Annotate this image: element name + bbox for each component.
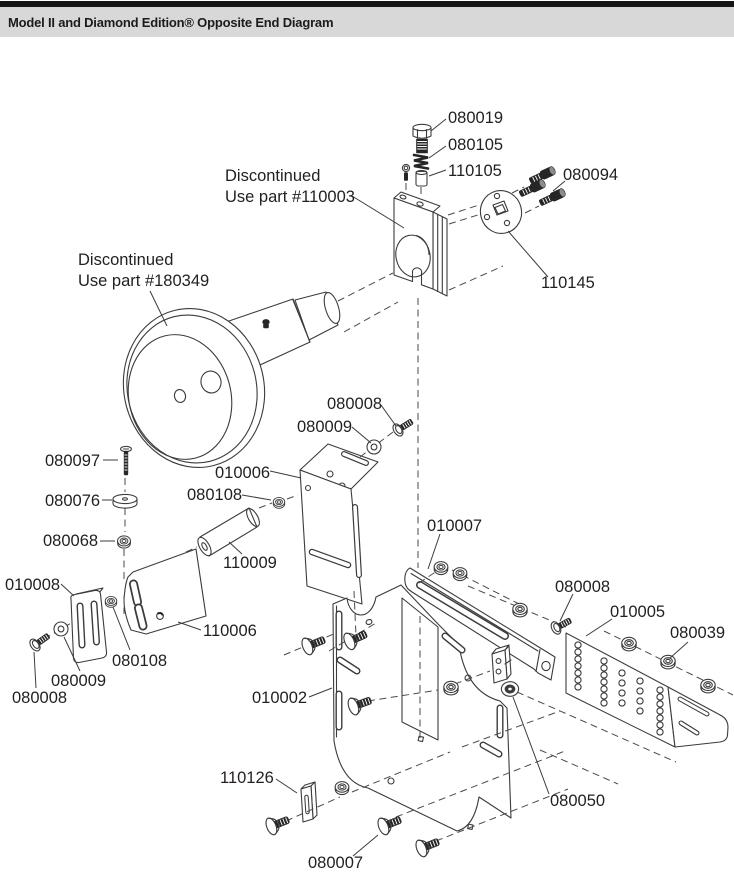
header-top-rule xyxy=(0,1,734,7)
header-band xyxy=(0,7,734,37)
nut-080068 xyxy=(117,535,131,549)
nut-080039-2 xyxy=(660,654,676,670)
part-bell-180349 xyxy=(122,291,341,468)
part-plate-010005 xyxy=(565,632,729,748)
nut-bar-1 xyxy=(433,561,449,576)
label-080105: 080105 xyxy=(448,136,503,154)
page-title: Model II and Diamond Edition® Opposite E… xyxy=(8,15,333,30)
plate-010005-holes xyxy=(574,641,664,736)
label-110126: 110126 xyxy=(220,769,274,787)
washer-080009-top xyxy=(366,439,382,455)
nut-080108-top xyxy=(272,497,286,509)
label-080009-top: 080009 xyxy=(297,418,352,436)
label-010008: 010008 xyxy=(5,576,60,594)
nut-080039-3 xyxy=(700,678,716,694)
label-080008-left: 080008 xyxy=(12,689,67,707)
label-080094: 080094 xyxy=(563,166,618,184)
label-080097: 080097 xyxy=(45,452,100,470)
screw-080094-3 xyxy=(537,187,567,208)
nut-bar-2 xyxy=(452,567,468,582)
label-010002: 010002 xyxy=(252,689,307,707)
label-080019: 080019 xyxy=(448,109,503,127)
label-080108-left: 080108 xyxy=(112,652,167,670)
part-flange-110145 xyxy=(479,190,523,234)
nut-bar-3 xyxy=(512,602,528,618)
part-bar-010007 xyxy=(404,567,556,681)
note-110003-line2: Use part #110003 xyxy=(225,188,355,206)
part-block-110126 xyxy=(300,781,318,823)
label-080068: 080068 xyxy=(43,532,98,550)
sleeve-110105 xyxy=(415,169,428,187)
label-010006: 010006 xyxy=(215,464,270,482)
label-110006: 110006 xyxy=(203,622,257,640)
part-roller-110009 xyxy=(197,507,260,557)
leader-lines xyxy=(33,118,689,857)
carriage-bolt-4 xyxy=(263,810,293,837)
bolt-080008-left xyxy=(27,629,53,654)
nut-110126 xyxy=(334,781,350,796)
spring-080105 xyxy=(412,153,430,170)
header: Model II and Diamond Edition® Opposite E… xyxy=(0,1,734,37)
label-010005: 010005 xyxy=(610,603,665,621)
part-bracket-010006 xyxy=(299,443,379,605)
bell-hole-small xyxy=(173,389,187,403)
part-labels: 080019 080105 110105 080094 110145 08000… xyxy=(5,109,725,872)
part-bracket-010008 xyxy=(70,587,108,664)
note-180349-line2: Use part #180349 xyxy=(78,272,209,290)
part-guide-block xyxy=(491,644,512,684)
bolt-080008-top xyxy=(390,415,417,439)
label-110145: 110145 xyxy=(541,274,595,292)
label-080039: 080039 xyxy=(670,624,725,642)
part-block-110003 xyxy=(393,191,448,297)
discontinued-notes: Discontinued Use part #110003 Discontinu… xyxy=(78,167,355,290)
bell-hole-large xyxy=(200,370,222,394)
label-080108-top: 080108 xyxy=(187,486,242,504)
washer-080009-left xyxy=(53,621,69,637)
spacer-080050 xyxy=(500,681,520,697)
note-110003-line1: Discontinued xyxy=(225,167,320,185)
set-screw-icon xyxy=(401,163,411,181)
hex-bolt-080019 xyxy=(412,123,432,154)
fasteners xyxy=(27,123,716,859)
carriage-bolt-1 xyxy=(299,630,329,657)
nut-080039-1 xyxy=(621,636,637,652)
block-bore xyxy=(395,234,431,278)
label-010007: 010007 xyxy=(427,517,482,535)
label-080007: 080007 xyxy=(308,854,363,872)
label-080050: 080050 xyxy=(550,792,605,810)
label-080076: 080076 xyxy=(45,492,100,510)
carriage-bolt-6 xyxy=(413,832,443,859)
label-110009: 110009 xyxy=(223,554,277,572)
part-disc-080076 xyxy=(112,493,138,509)
bar-end-hole xyxy=(541,660,551,672)
label-080008-right: 080008 xyxy=(555,578,610,596)
note-180349-line1: Discontinued xyxy=(78,251,173,269)
screw-080097 xyxy=(120,445,132,476)
label-080008-top: 080008 xyxy=(327,395,382,413)
nut-center xyxy=(443,680,459,696)
part-plate-110006 xyxy=(123,548,207,635)
nut-080108-left xyxy=(104,596,118,608)
label-110105: 110105 xyxy=(448,162,502,180)
label-080009-left: 080009 xyxy=(51,672,106,690)
